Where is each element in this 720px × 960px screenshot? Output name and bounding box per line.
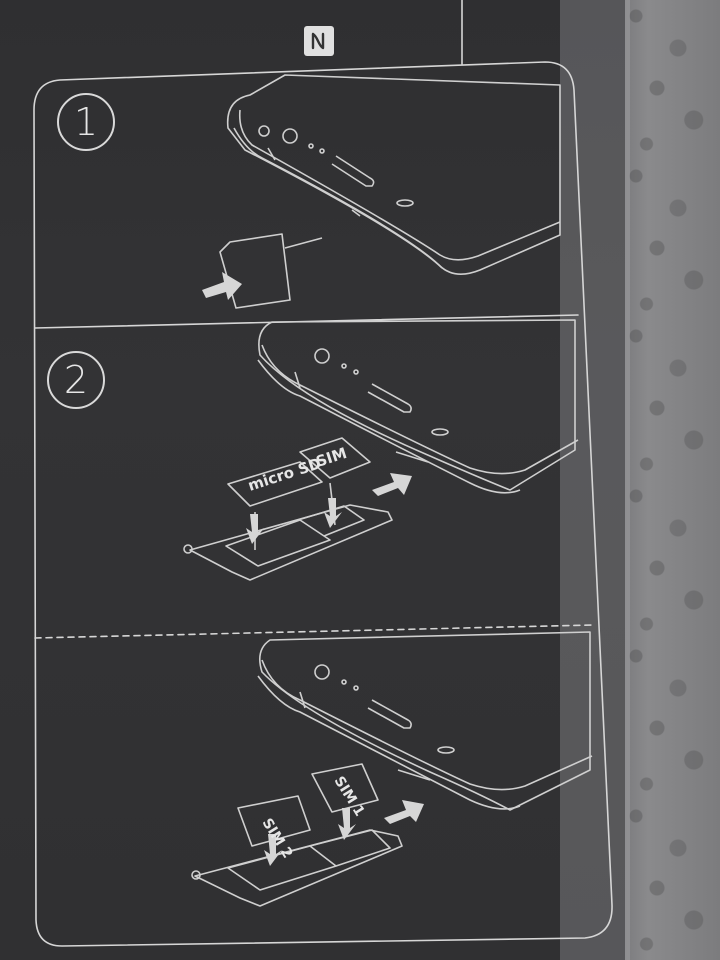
sim-tray-step2b (194, 829, 403, 907)
arrow-down-icon (324, 498, 342, 528)
arrow-down-icon (338, 808, 356, 840)
micro-sd-label: micro SD (246, 454, 324, 495)
sim-card (299, 437, 371, 479)
nfc-icon (304, 26, 334, 56)
sim1-card (311, 763, 379, 813)
sim-tray-step2 (189, 504, 393, 581)
arrow-down-icon (264, 834, 282, 866)
card-frame (33, 61, 613, 947)
dashed-separator (34, 624, 593, 639)
step-2-number: 2 (47, 351, 105, 409)
phone-illustration-step2 (183, 319, 579, 581)
phone-illustration-step1 (219, 74, 561, 309)
sim2-card (237, 795, 311, 847)
phone-illustration-step2b (191, 631, 593, 907)
arrow-down-icon (246, 514, 264, 544)
arrow-right-icon (202, 272, 242, 300)
protective-film-edge (560, 0, 630, 960)
background-texture (615, 0, 720, 960)
sim-label: SIM (314, 444, 349, 471)
sim-eject-pin-icon (284, 237, 323, 249)
step-1-number: 1 (57, 93, 115, 151)
micro-sd-card (227, 461, 323, 507)
instruction-panel (0, 0, 625, 960)
arrow-right-icon (372, 473, 412, 496)
arrow-right-icon (384, 800, 424, 824)
sim-card-step1 (219, 233, 291, 309)
